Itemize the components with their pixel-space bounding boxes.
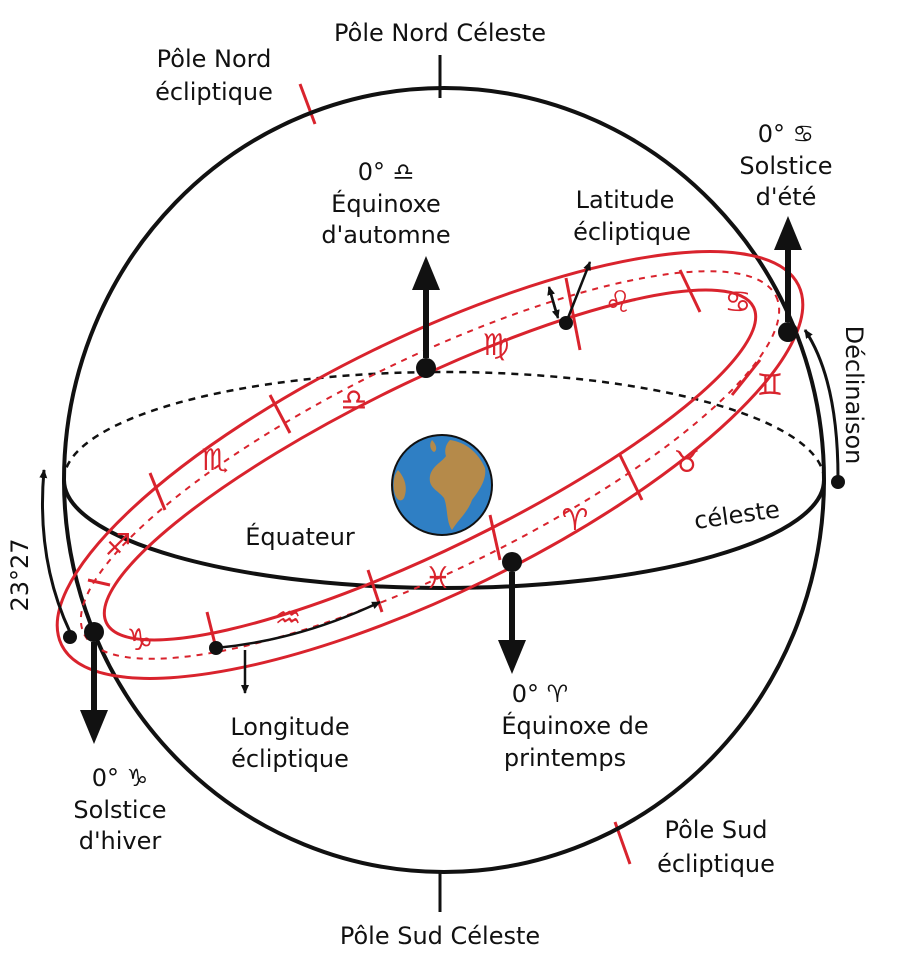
ecliptic-longitude-label-1: Longitude xyxy=(230,713,349,741)
zodiac-cancer: ♋ xyxy=(725,285,752,320)
autumn-equinox-label-2: d'automne xyxy=(321,221,450,249)
zodiac-aquarius: ♒ xyxy=(275,601,302,636)
obliquity-label: 23°27 xyxy=(6,538,34,611)
equator-back xyxy=(62,370,826,481)
autumn-equinox-label-1: Équinoxe xyxy=(331,189,441,218)
south-ecliptic-pole-label-1: Pôle Sud xyxy=(664,816,767,844)
zodiac-libra: ♎ xyxy=(341,383,368,418)
zodiac-capricorn: ♑ xyxy=(127,623,154,658)
zodiac-virgo: ♍ xyxy=(483,328,510,363)
winter-solstice-point xyxy=(84,622,104,642)
ecliptic-band-outer xyxy=(55,250,805,680)
obliquity-arc xyxy=(39,469,72,633)
autumn-arrow xyxy=(412,256,440,358)
declination-end-point xyxy=(831,475,845,489)
ecliptic-line xyxy=(79,270,781,660)
spring-equinox-label-2: printemps xyxy=(504,744,626,772)
ecliptic-latitude-label-1: Latitude xyxy=(576,186,675,214)
earth-icon xyxy=(391,434,493,536)
summer-arrow xyxy=(774,216,802,322)
zodiac-pisces: ♓ xyxy=(425,561,452,596)
band-dividers xyxy=(87,269,762,649)
ecliptic-longitude-label-2: écliptique xyxy=(231,745,349,773)
summer-solstice-degree: 0° ♋ xyxy=(758,120,814,148)
spring-equinox-degree: 0° ♈ xyxy=(512,680,568,708)
zodiac-taurus: ♉ xyxy=(674,445,701,480)
obliquity-end-point xyxy=(63,630,77,644)
autumn-equinox-point xyxy=(416,358,436,378)
zodiac-leo: ♌ xyxy=(605,285,632,320)
winter-solstice-degree: 0° ♑ xyxy=(92,764,148,792)
summer-solstice-label-2: d'été xyxy=(756,183,817,211)
winter-arrow xyxy=(80,642,108,744)
south-celestial-pole-label: Pôle Sud Céleste xyxy=(340,922,540,950)
ecl-lat-arrow-up xyxy=(564,261,592,324)
equator-label-1: Équateur xyxy=(245,522,355,551)
equator-label-2: céleste xyxy=(692,495,781,535)
ecl-lat-double-arrow-back xyxy=(547,286,558,313)
ecl-lon-arrow xyxy=(215,600,381,650)
zodiac-gemini: ♊ xyxy=(757,368,784,403)
spring-arrow xyxy=(498,572,526,674)
spring-equinox-point xyxy=(502,552,522,572)
spring-equinox-label-1: Équinoxe de xyxy=(501,711,648,740)
ecliptic-latitude-label-2: écliptique xyxy=(573,218,691,246)
winter-solstice-label-1: Solstice xyxy=(73,796,166,824)
summer-solstice-point xyxy=(778,322,798,342)
declination-label: Déclinaison xyxy=(840,326,868,465)
north-ecliptic-pole-label-1: Pôle Nord xyxy=(157,45,272,73)
zodiac-scorpio: ♏ xyxy=(202,443,229,478)
ecliptic-band-inner xyxy=(102,288,758,642)
zodiac-aries: ♈ xyxy=(562,503,589,538)
autumn-equinox-degree: 0° ♎ xyxy=(358,158,414,186)
winter-solstice-label-2: d'hiver xyxy=(79,827,162,855)
summer-solstice-label-1: Solstice xyxy=(739,152,832,180)
north-celestial-pole-label: Pôle Nord Céleste xyxy=(334,19,546,47)
north-ecliptic-axis xyxy=(298,83,317,125)
north-ecliptic-pole-label-2: écliptique xyxy=(155,78,273,106)
declination-arc xyxy=(803,329,840,479)
zodiac-sagittarius: ♐ xyxy=(105,528,132,563)
south-ecliptic-pole-label-2: écliptique xyxy=(657,850,775,878)
